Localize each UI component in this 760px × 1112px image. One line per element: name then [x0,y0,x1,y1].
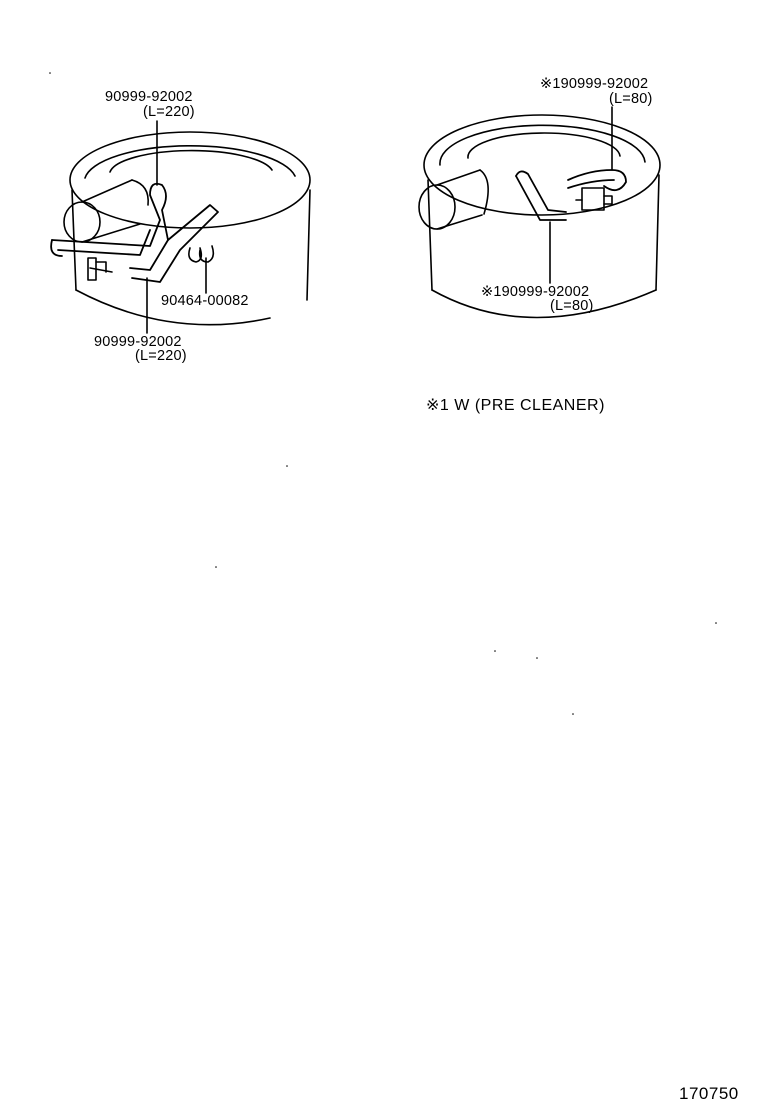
right-inlet-snorkel [418,169,489,230]
footnote-marker: ※1 [426,397,450,414]
left-clip-part-number: 90464-00082 [161,293,249,309]
note-marker: ※1 [540,76,561,92]
left-inlet-snorkel [63,179,149,243]
reference-number: 170750 [679,1084,739,1103]
footnote-text: W (PRE CLEANER) [454,397,605,414]
left-air-cleaner-assembly [50,120,311,334]
right-bottom-hose-part-number: 90999-92002 [501,284,590,300]
left-air-cleaner-housing [69,131,311,326]
left-hose [50,182,219,283]
right-air-cleaner-assembly [418,106,661,319]
right-bottom-hose-label: ※190999-92002 [481,285,589,300]
right-air-cleaner-housing [423,114,661,319]
left-top-hose-part-number: 90999-92002 [105,89,193,105]
right-top-hose-part-number: 90999-92002 [560,76,649,92]
note-marker: ※1 [481,284,502,300]
left-bottom-hose-part-number: 90999-92002 [94,334,182,350]
right-hose [515,169,627,221]
right-bottom-hose-length: (L=80) [550,298,594,314]
scan-specks [49,72,717,715]
right-clamp [575,187,613,211]
right-top-hose-length: (L=80) [609,91,653,107]
right-top-hose-label: ※190999-92002 [540,77,648,92]
left-clip [188,245,215,263]
left-bottom-hose-length: (L=220) [135,348,187,364]
footnote: ※1 W (PRE CLEANER) [426,395,605,415]
left-clamp [87,257,113,281]
left-top-hose-length: (L=220) [143,104,195,120]
